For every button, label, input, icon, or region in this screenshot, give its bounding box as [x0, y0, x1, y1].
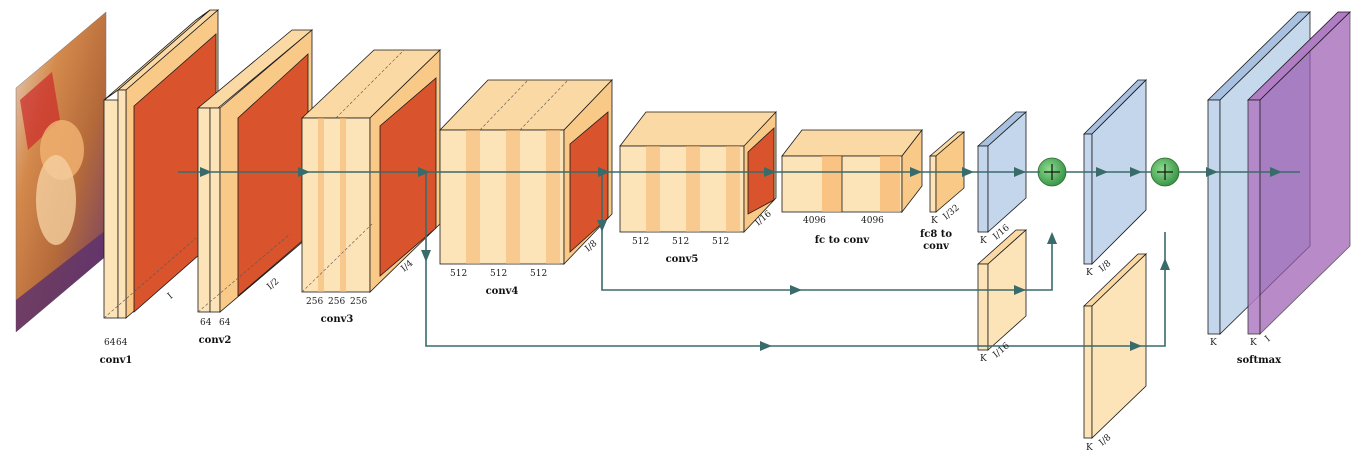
conv4-channels-1: 512	[450, 269, 467, 279]
conv4-channels-2: 512	[490, 269, 507, 279]
conv1-label: conv1	[100, 355, 133, 366]
connections	[178, 167, 1300, 351]
conv5-channels-2: 512	[672, 237, 689, 247]
conv2-label: conv2	[199, 335, 232, 346]
fc8-to-conv-label-line1: fc8 to	[920, 229, 952, 240]
conv3-channels-1: 256	[306, 297, 323, 307]
conv3-channels-2: 256	[328, 297, 345, 307]
softmax-scale: I	[1264, 334, 1273, 344]
skip1-k: K	[980, 354, 987, 364]
conv5-channels-1: 512	[632, 237, 649, 247]
output-k: K	[1210, 338, 1217, 348]
conv4-channels-3: 512	[530, 269, 547, 279]
conv1-scale: I	[166, 291, 175, 301]
softmax-label: softmax	[1237, 355, 1282, 366]
skip2-scale: I/8	[1098, 433, 1114, 449]
conv2-block	[196, 29, 314, 313]
conv3-label: conv3	[321, 314, 354, 325]
conv3-channels-3: 256	[350, 297, 367, 307]
softmax-block	[1247, 11, 1351, 335]
skip2-k: K	[1086, 443, 1093, 453]
fc8-to-conv-label-line2: conv	[923, 241, 950, 252]
fc-to-conv-label: fc to conv	[815, 235, 871, 246]
input-image	[15, 11, 107, 333]
fc-channels-1: 4096	[803, 216, 826, 226]
conv2-channels-2: 64	[219, 318, 231, 328]
sum-node-2	[1150, 157, 1180, 187]
up1-k: K	[980, 236, 987, 246]
softmax-k: K	[1250, 338, 1257, 348]
conv1-channels-2: 64	[116, 338, 128, 348]
conv1-block	[103, 9, 220, 319]
conv2-scale: I/2	[266, 277, 282, 293]
conv5-channels-3: 512	[712, 237, 729, 247]
fc8-k: K	[931, 216, 938, 226]
conv3-block	[300, 49, 441, 293]
conv5-label: conv5	[666, 254, 699, 265]
up2-scale: I/8	[1098, 259, 1114, 275]
fc-to-conv-block	[781, 128, 923, 214]
sum-node-1	[1037, 157, 1067, 187]
up2-k: K	[1086, 268, 1093, 278]
fc8-scale: I/32	[942, 203, 962, 222]
conv1-channels-1: 64	[104, 338, 116, 348]
conv2-channels-1: 64	[200, 318, 212, 328]
conv4-label: conv4	[486, 286, 519, 297]
fc-channels-2: 4096	[861, 216, 884, 226]
